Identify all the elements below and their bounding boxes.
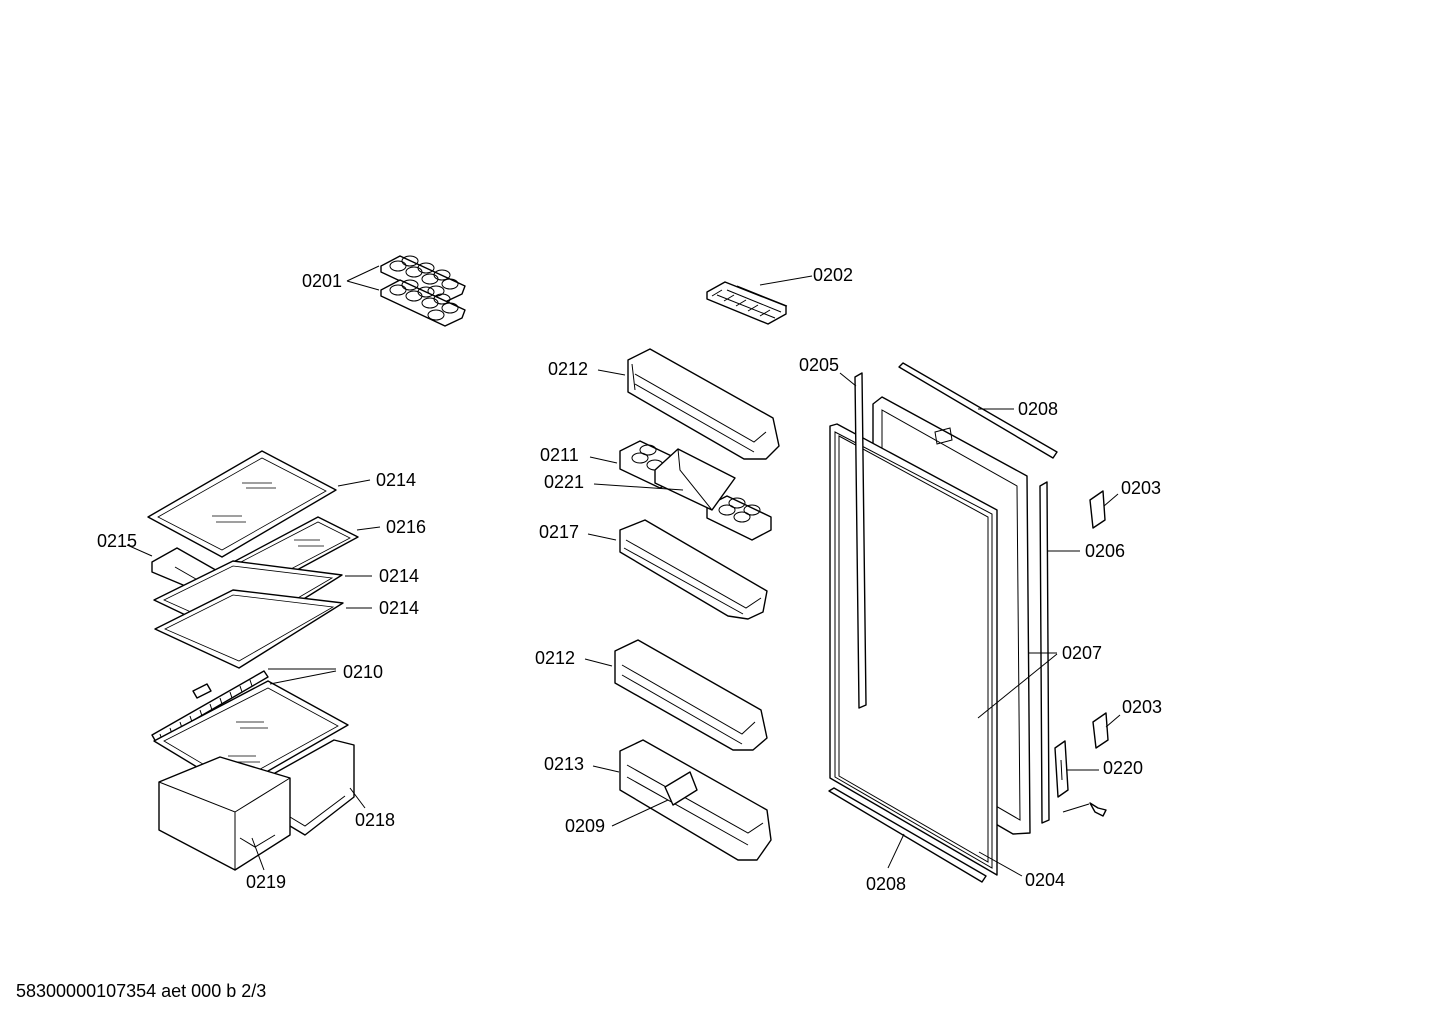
callout-0208-top: 0208 <box>1018 399 1058 419</box>
callout-0219: 0219 <box>246 872 286 892</box>
screw-part-0220[interactable] <box>1062 802 1107 817</box>
callout-0203-lower: 0203 <box>1122 697 1162 717</box>
cover-strip-part-0208-bottom[interactable] <box>828 787 987 883</box>
callout-0207: 0207 <box>1062 643 1102 663</box>
callout-0214-middle: 0214 <box>379 566 419 586</box>
callout-0215: 0215 <box>97 531 137 551</box>
callout-0212-upper: 0212 <box>548 359 588 379</box>
crisper-cover-part-0210[interactable] <box>151 670 349 791</box>
callout-0210: 0210 <box>343 662 383 682</box>
bottle-shelf-part-0217[interactable] <box>619 519 768 620</box>
callout-0216: 0216 <box>386 517 426 537</box>
hinge-strip-part-0205[interactable] <box>854 372 867 709</box>
document-id: 58300000107354 aet 000 b 2/3 <box>16 981 266 1001</box>
callout-0214-top: 0214 <box>376 470 416 490</box>
door-shelf-part-0213[interactable] <box>619 739 772 861</box>
callout-0203-upper: 0203 <box>1121 478 1161 498</box>
hinge-cap-part-0203-lower[interactable] <box>1092 712 1109 749</box>
callout-0201: 0201 <box>302 271 342 291</box>
callout-0212-lower: 0212 <box>535 648 575 668</box>
callout-0217: 0217 <box>539 522 579 542</box>
egg-tray-part-0201[interactable] <box>380 255 466 327</box>
callout-0214-lower: 0214 <box>379 598 419 618</box>
callout-0211: 0211 <box>540 445 579 465</box>
door-shelf-part-0212-upper[interactable] <box>627 348 780 460</box>
callout-0204: 0204 <box>1025 870 1065 890</box>
callout-0218: 0218 <box>355 810 395 830</box>
callout-0206: 0206 <box>1085 541 1125 561</box>
callout-0205: 0205 <box>799 355 839 375</box>
hinge-cap-part-0203-upper[interactable] <box>1089 490 1106 529</box>
door-gasket-part-0204[interactable] <box>829 423 998 876</box>
glass-shelf-part-0214-lower[interactable] <box>154 589 344 669</box>
callout-0209: 0209 <box>565 816 605 836</box>
ice-tray-part-0202[interactable] <box>706 281 788 325</box>
crisper-drawer-part-0219[interactable] <box>158 756 291 871</box>
door-shelf-part-0212-lower[interactable] <box>614 639 768 751</box>
callout-0213: 0213 <box>544 754 584 774</box>
glass-shelf-part-0214-top[interactable] <box>147 450 337 558</box>
flap-lid-part-0221[interactable] <box>654 448 736 511</box>
cover-strip-part-0208-top[interactable] <box>898 362 1058 459</box>
callout-0202: 0202 <box>813 265 853 285</box>
hinge-part-0220[interactable] <box>1054 740 1069 798</box>
divider-part-0209[interactable] <box>664 771 698 806</box>
callout-0220: 0220 <box>1103 758 1143 778</box>
callout-0208-bottom: 0208 <box>866 874 906 894</box>
callout-0221: 0221 <box>544 472 584 492</box>
